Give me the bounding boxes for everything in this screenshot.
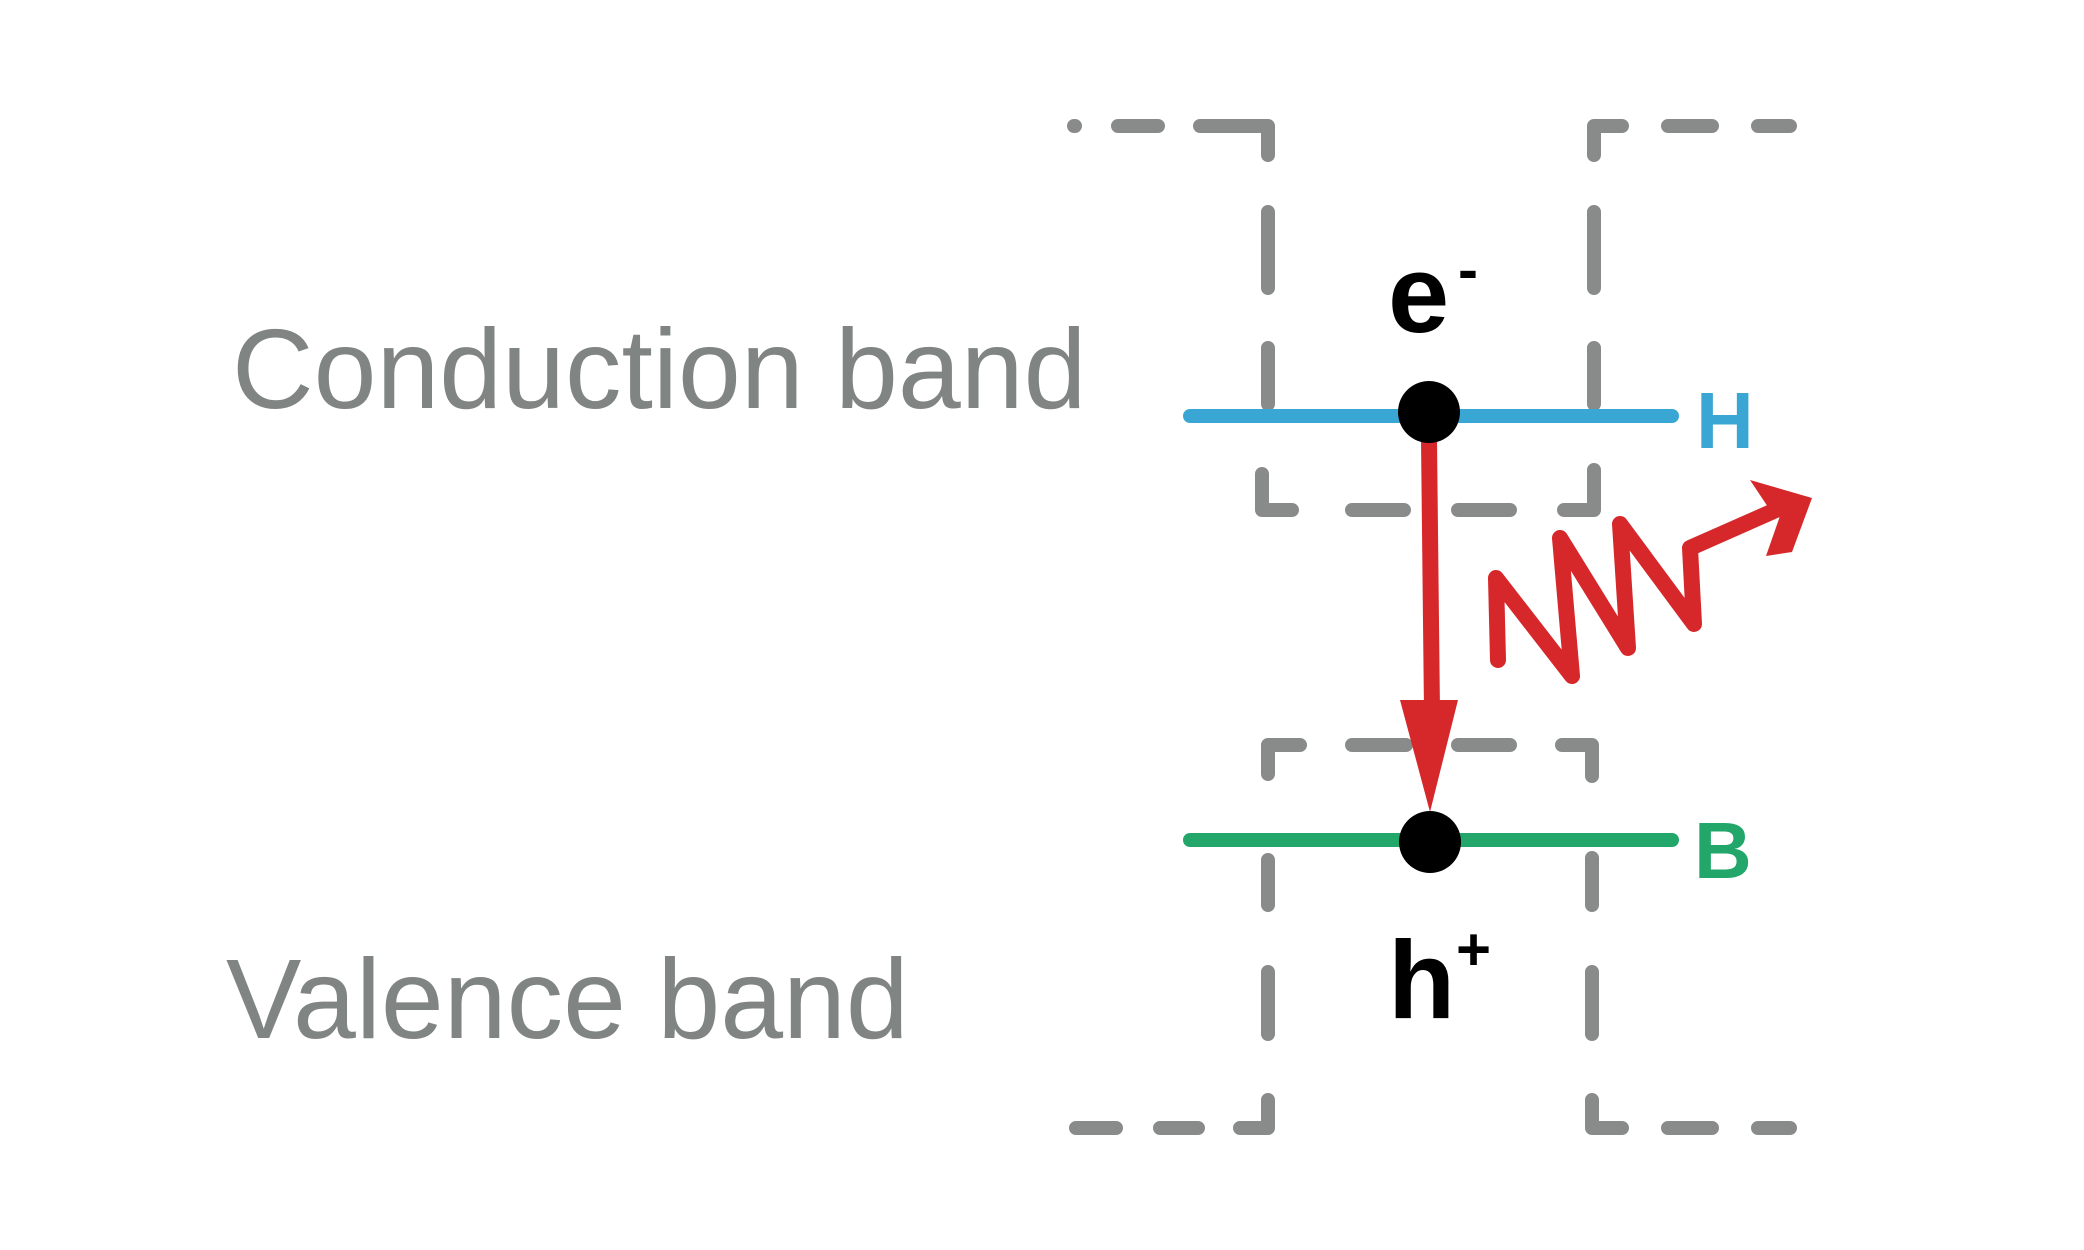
- upper-left-dashed-bracket: [1067, 119, 1797, 517]
- valence-band-label: Valence band: [226, 936, 909, 1062]
- electron-dot: [1398, 381, 1460, 443]
- photon-wavy-arrow-icon: [1488, 480, 1812, 684]
- down-arrow-icon: [1400, 439, 1458, 812]
- hole-dot: [1399, 811, 1461, 873]
- hole-charge-label: +: [1456, 916, 1491, 983]
- lower-dashed-bracket: [1069, 738, 1797, 1135]
- hole-label: h: [1388, 919, 1455, 1042]
- conduction-band-label: Conduction band: [232, 306, 1086, 432]
- lower-dashed-outline: [1069, 738, 1797, 1135]
- electron-label: e: [1388, 233, 1449, 356]
- upper-level-label: H: [1696, 376, 1754, 465]
- lower-level-label: B: [1694, 806, 1752, 895]
- upper-dashed-outline: [1067, 119, 1797, 517]
- electron-charge-label: -: [1458, 236, 1478, 303]
